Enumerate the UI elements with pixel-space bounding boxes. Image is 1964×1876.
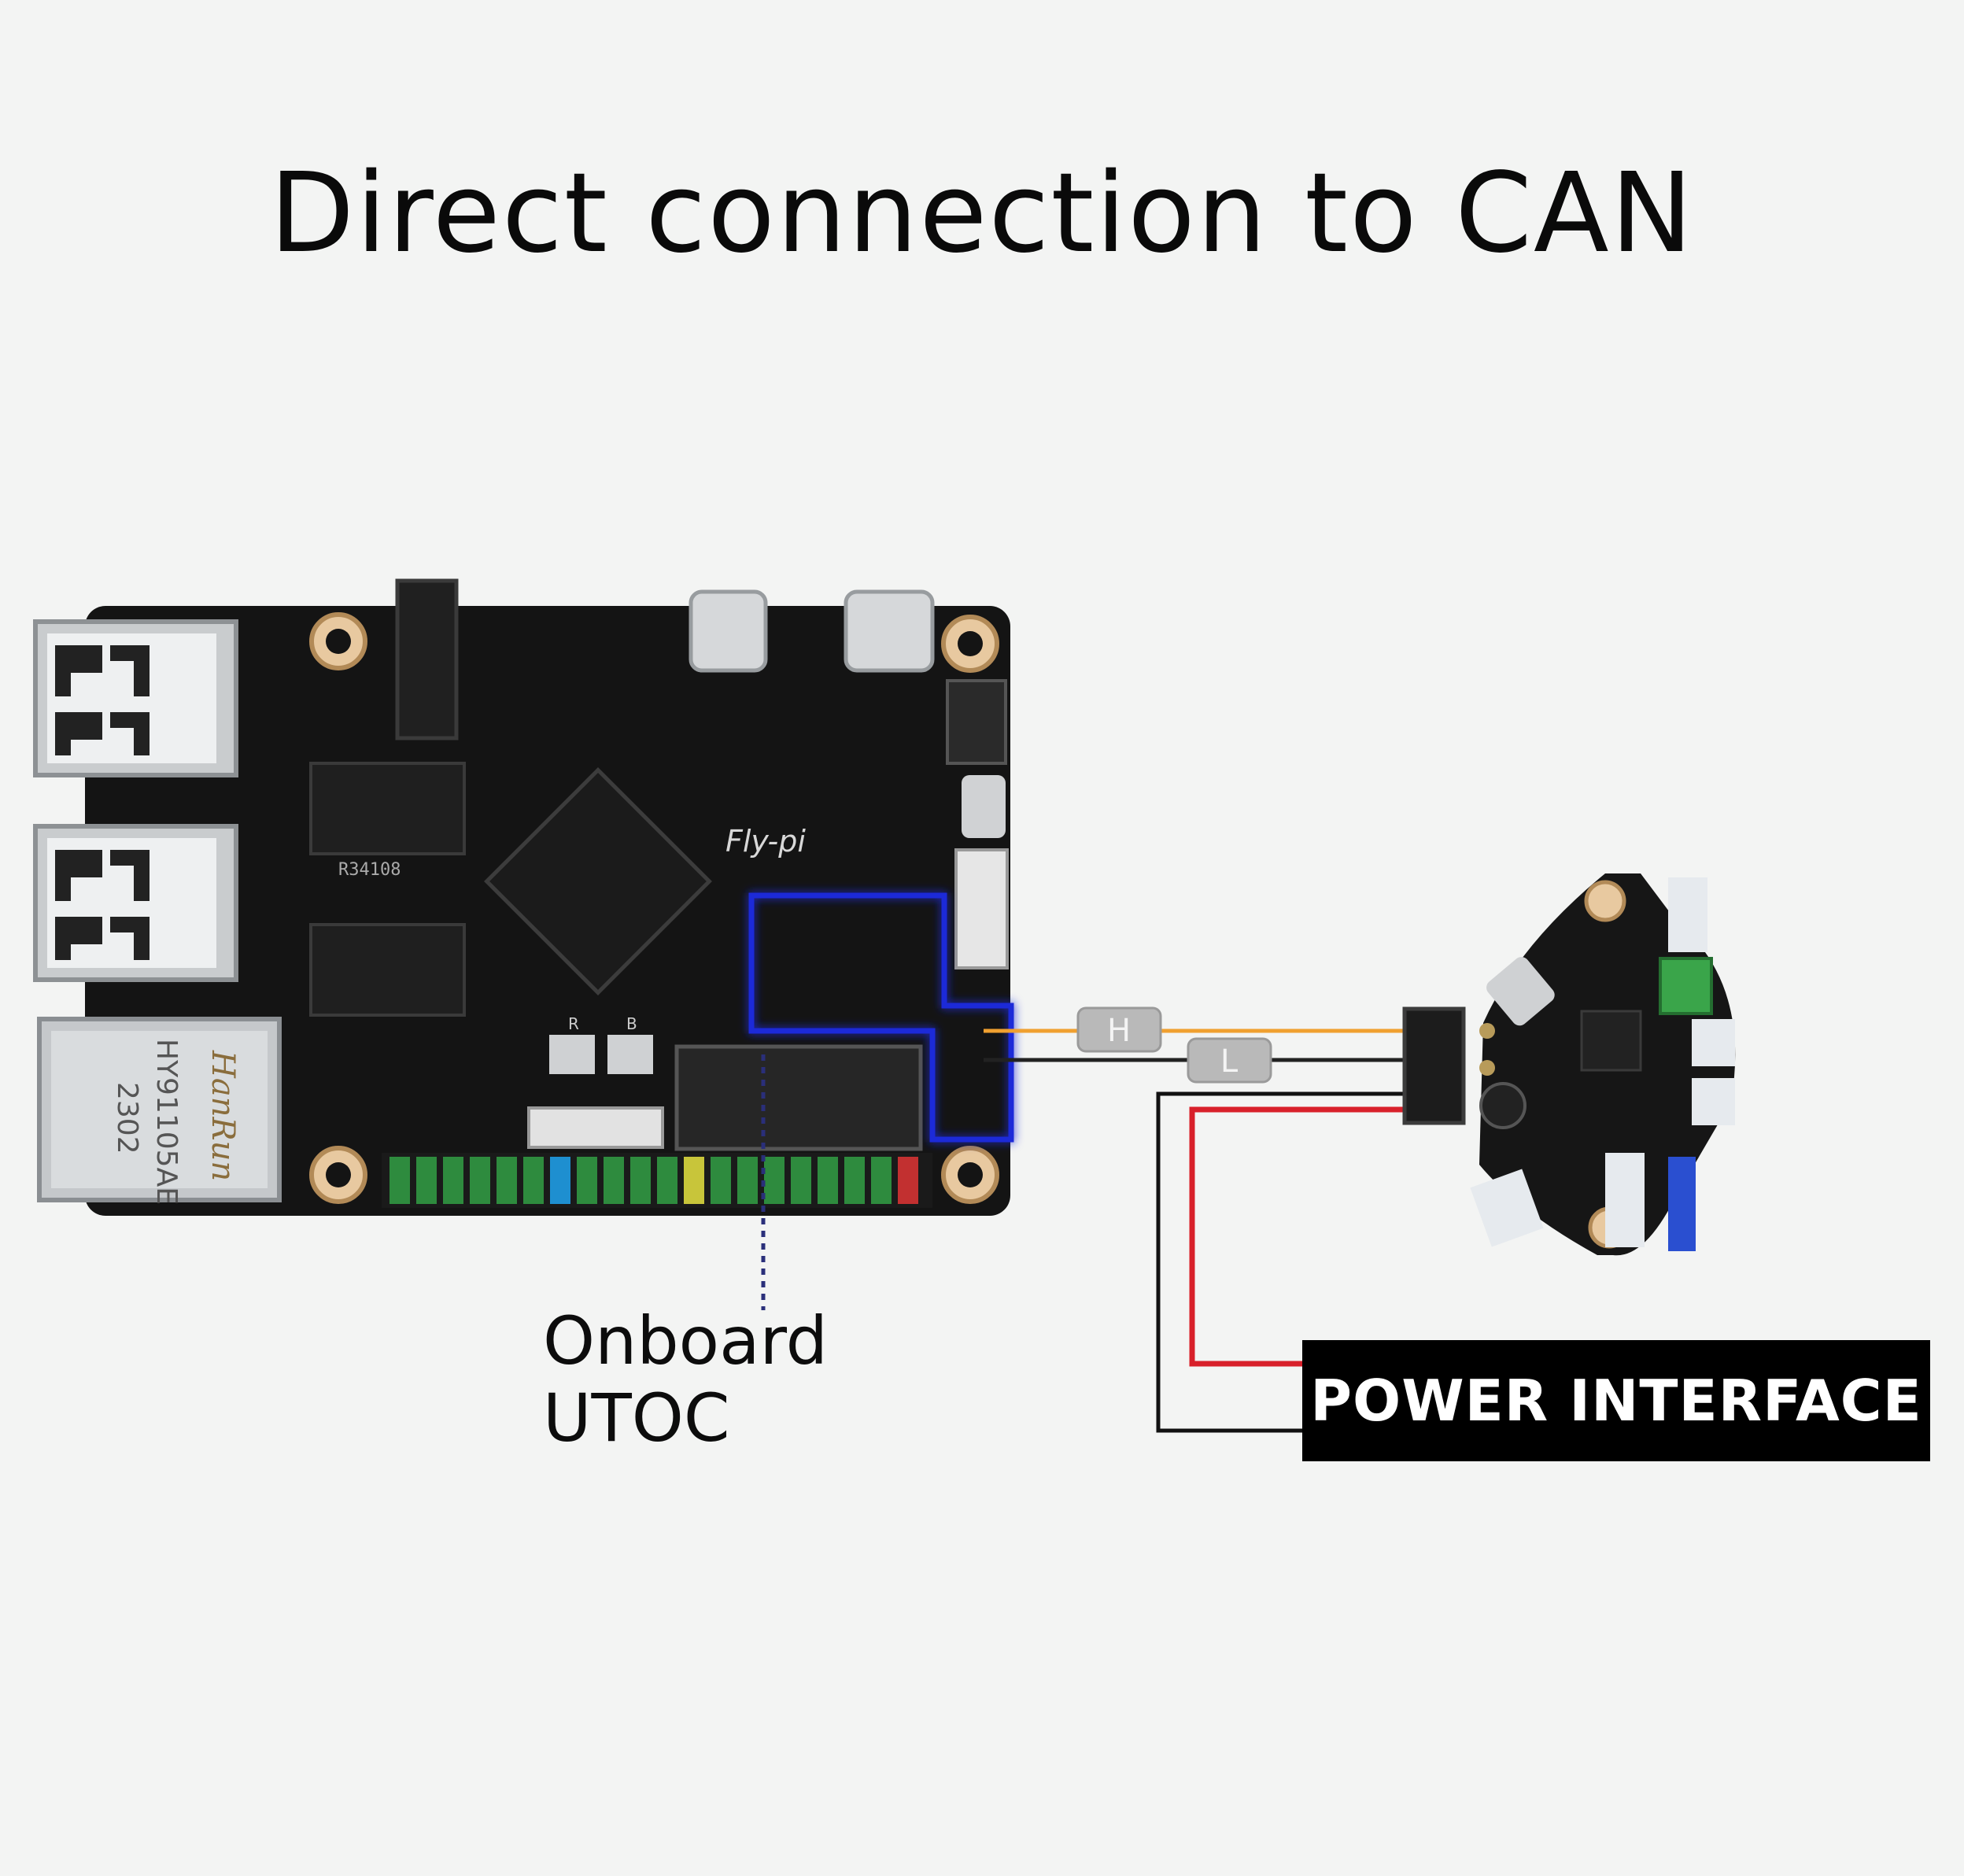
gpio-pin: [791, 1157, 811, 1204]
memory-chip-bottom: [309, 923, 466, 1017]
toolhead-connector-white-2: [1692, 1019, 1735, 1066]
toolhead-connector-white-1: [1668, 877, 1707, 952]
gpio-pin: [577, 1157, 597, 1204]
gpio-header: [382, 1153, 932, 1208]
chip-code-text: R34108: [338, 860, 401, 880]
onboard-utoc-label: Onboard UTOC: [543, 1302, 828, 1457]
gpio-pin: [818, 1157, 838, 1204]
micro-usb-port: [962, 775, 1006, 838]
toolhead-terminal-block: [1659, 957, 1713, 1015]
rj45-model-text: HY91105AE: [150, 1039, 183, 1205]
gpio-pin: [684, 1157, 704, 1204]
can-h-tag: H: [1076, 1006, 1162, 1053]
gpio-pin: [604, 1157, 624, 1204]
utoc-highlight-outline: [748, 892, 1014, 1143]
gpio-pin: [764, 1157, 784, 1204]
usb-a-port-bottom: [33, 824, 238, 982]
rj45-brand-text: HanRun: [205, 1050, 241, 1181]
gpio-pin: [389, 1157, 410, 1204]
rj45-date-text: 2302: [111, 1082, 143, 1154]
toolhead-can-board: [1402, 873, 1736, 1256]
page-title: Direct connection to CAN: [269, 150, 1695, 278]
soc-chip: [484, 767, 712, 995]
usb-a-port-top: [33, 619, 238, 777]
ribbon-connector: [954, 848, 1009, 969]
gpio-pin: [443, 1157, 463, 1204]
usb-c-port-left: [689, 589, 768, 673]
gpio-pin: [711, 1157, 731, 1204]
toolhead-usb-c: [1486, 957, 1555, 1026]
gpio-pin: [523, 1157, 544, 1204]
board-brand-label: Fly-pi: [725, 824, 806, 859]
button-b: [607, 1035, 653, 1074]
can-l-tag: L: [1187, 1037, 1272, 1084]
button-r-text: R: [568, 1014, 579, 1033]
m2-slot: [674, 1044, 923, 1151]
toolhead-capacitor: [1479, 1082, 1527, 1129]
button-r: [549, 1035, 595, 1074]
toolhead-connector-white-3: [1692, 1078, 1735, 1125]
fan-header: [946, 679, 1007, 765]
gpio-pin: [630, 1157, 651, 1204]
gpio-pin: [416, 1157, 437, 1204]
gpio-pin: [470, 1157, 490, 1204]
button-b-text: B: [626, 1014, 637, 1033]
gpio-pin: [497, 1157, 517, 1204]
rj45-ethernet-port: HanRun HY91105AE 2302: [37, 1017, 282, 1205]
audio-jack: [395, 578, 459, 740]
can-l-text: L: [1220, 1043, 1239, 1080]
gpio-pin: [550, 1157, 570, 1204]
power-neg-wire: [1156, 1091, 1405, 1433]
usb-c-port-right: [844, 589, 935, 673]
power-pos-wire: [1189, 1106, 1405, 1367]
toolhead-connector-blue: [1668, 1157, 1696, 1251]
toolhead-can-connector: [1402, 1006, 1466, 1125]
memory-chip-top: [309, 762, 466, 855]
gpio-pin: [871, 1157, 892, 1204]
gpio-pin: [657, 1157, 677, 1204]
toolhead-connector-white-4: [1605, 1153, 1645, 1247]
toolhead-mcu: [1580, 1010, 1642, 1072]
fly-pi-board: HanRun HY91105AE 2302 R34108 Fly-pi: [33, 578, 1014, 1310]
gpio-pin: [737, 1157, 758, 1204]
power-interface-label: POWER INTERFACE: [1302, 1340, 1930, 1461]
can-h-text: H: [1107, 1013, 1131, 1049]
jst-connector: [527, 1106, 664, 1149]
gpio-pin: [898, 1157, 918, 1204]
toolhead-mount-hole-top: [1584, 880, 1626, 922]
gpio-pin: [844, 1157, 865, 1204]
toolhead-connector-white-5: [1470, 1169, 1544, 1247]
